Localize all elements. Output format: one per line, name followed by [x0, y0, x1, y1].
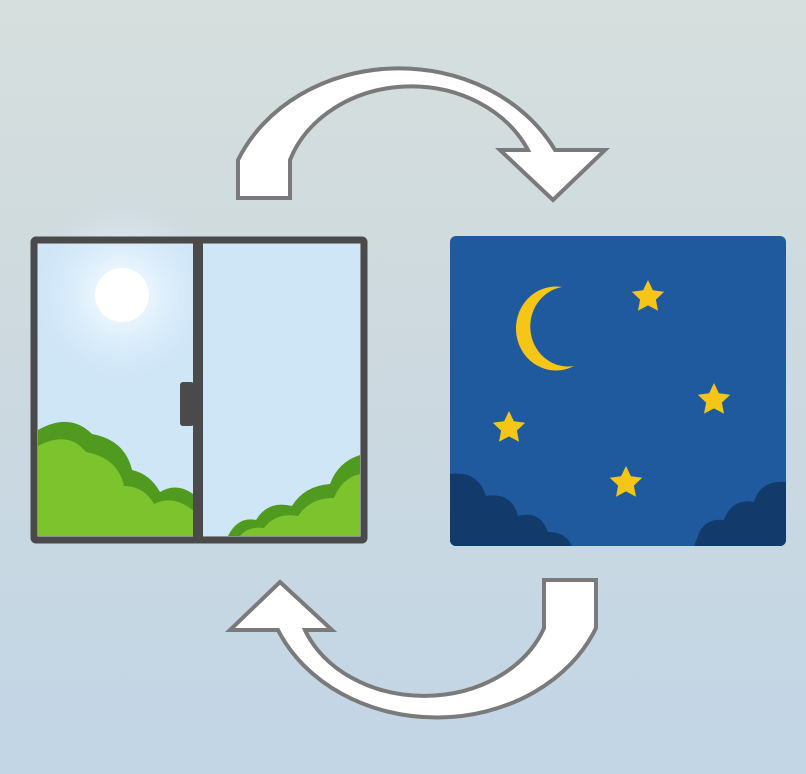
sun-icon	[95, 268, 149, 322]
arrow-night-to-day	[230, 580, 596, 717]
window-daytime-icon	[27, 200, 364, 540]
arrow-day-to-night	[238, 68, 605, 200]
night-sky-icon	[450, 236, 786, 546]
curved-arrow-right-icon	[238, 68, 605, 200]
curved-arrow-left-icon	[230, 580, 596, 717]
window-divider	[193, 240, 203, 540]
window-latch-icon	[180, 382, 194, 426]
